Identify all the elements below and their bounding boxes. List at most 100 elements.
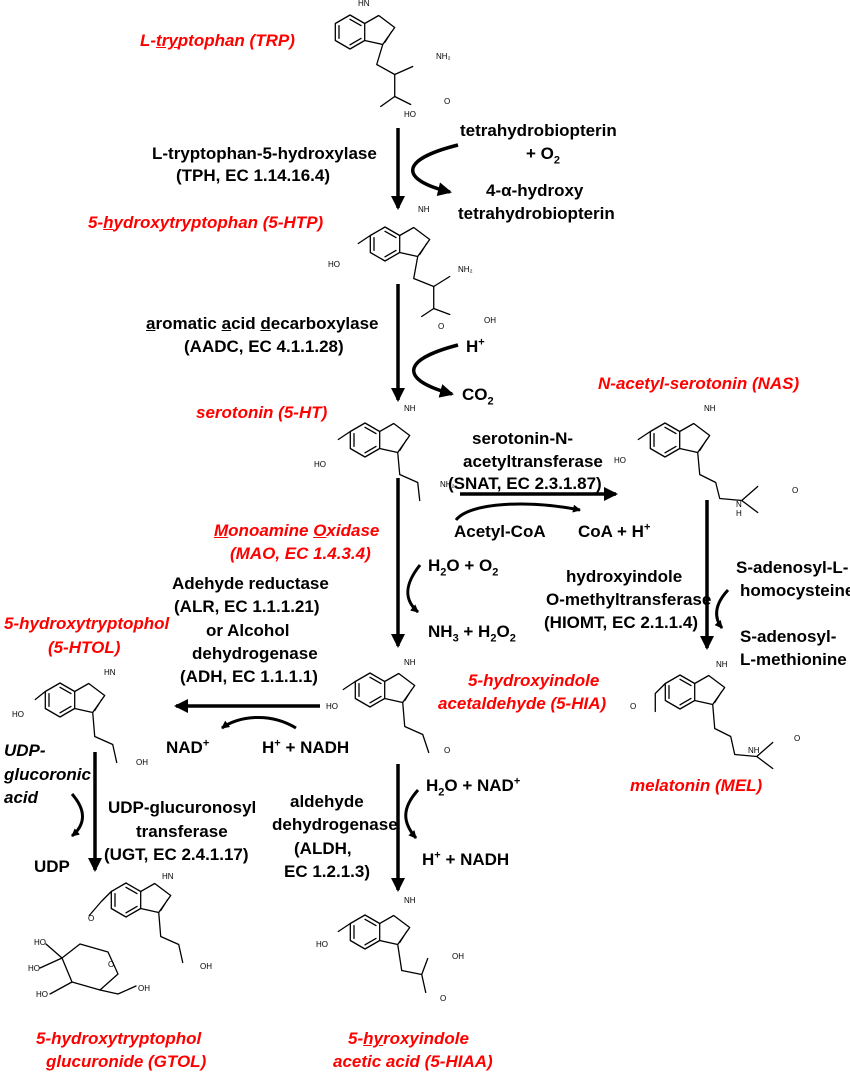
structure-htp-indole [369,226,431,262]
atom-htol-hn: HN [104,668,116,677]
enzyme-hiomt-line1: hydroxyindole [566,567,683,586]
structure-nas-indole [649,422,711,458]
compound-5hia-name: 5-hydroxyindole [468,671,600,690]
enzyme-ugt-ec: (UGT, EC 2.4.1.17) [104,845,249,864]
curve-arrow-h2o-nad [404,789,420,839]
atom-gtol-ho-1: HO [34,938,46,947]
atom-htp-ho: HO [328,260,340,269]
compound-5hiaa-abbr: acetic acid (5-HIAA) [333,1052,493,1071]
structure-trp-sidechain [376,43,414,76]
curve-arrow-bh4 [411,143,459,197]
compound-gtol-abbr: glucuronide (GTOL) [46,1052,207,1071]
enzyme-mao-name: Monoamine Oxidase [214,521,380,540]
cofactor-udpga-line2: glucoronic [4,765,91,784]
cofactor-proton: H+ [466,336,485,356]
cofactor-udpga-line1: UDP- [4,741,46,760]
atom-hiaa-nh: NH [404,896,416,905]
compound-5htol-name: 5-hydroxytryptophol [4,614,170,633]
structure-gtol-chain [158,911,184,964]
curve-arrow-acoa [454,502,581,522]
enzyme-aadc-ec: (AADC, EC 4.1.1.28) [184,337,344,356]
atom-gtol-oh-2: OH [138,984,150,993]
structure-gtol-sugar-oh3 [49,981,73,995]
structure-nas-chain [697,451,759,502]
enzyme-hiomt-ec: (HIOMT, EC 2.1.1.4) [544,613,698,632]
compound-trp: L-tryptophan (TRP) [140,31,295,50]
cofactor-h-nadh: H+ + NADH [262,737,350,757]
atom-hiaa-ho: HO [316,940,328,949]
structure-htol-indole [44,682,106,718]
enzyme-adh-name: dehydrogenase [192,644,318,663]
structure-mel-acetyl [756,755,774,770]
curve-arrow-nadh [221,716,297,730]
structure-nas-oh [637,430,651,441]
structure-hiaa-acid [397,943,429,976]
atom-htp-o: O [438,322,445,331]
enzyme-alr-name: Adehyde reductase [172,574,329,593]
structure-ht-indole [349,422,411,458]
atom-nas-o: O [792,486,799,495]
atom-trp-o: O [444,97,451,106]
structure-gtol-sugar-oh2 [39,957,63,969]
atom-hiaa-oh: OH [452,952,464,961]
structure-gtol-sugar-oh1 [45,943,63,959]
atom-mel-o: O [630,702,637,711]
enzyme-hiomt-line2: O-methyltransferase [546,590,712,609]
structure-trp-acid [394,73,412,106]
enzyme-aadc-name: aromatic acid decarboxylase [146,314,379,333]
structure-hia-aldehyde [402,701,430,754]
atom-mel-nh-amide: NH [748,746,760,755]
atom-htp-oh: OH [484,316,496,325]
structure-hia-indole [354,672,416,708]
structure-mel-methoxy [654,682,666,713]
atom-trp-hn: HN [358,0,370,8]
atom-gtol-hn: HN [162,872,174,881]
structure-htol-chain [92,711,118,764]
cofactor-co2: CO2 [462,385,494,408]
curve-arrow-udpga [70,793,84,838]
curve-arrow-co2 [412,343,459,398]
compound-5htol-abbr: (5-HTOL) [48,638,121,657]
atom-gtol-ho-2: HO [28,964,40,973]
enzyme-ugt-line1: UDP-glucuronosyl [108,798,257,817]
atom-hia-ho: HO [326,702,338,711]
compound-nas: N-acetyl-serotonin (NAS) [598,374,800,393]
enzyme-aldh-line1: aldehyde [290,792,364,811]
atom-htol-ho: HO [12,710,24,719]
compound-gtol-name: 5-hydroxytryptophol [36,1029,202,1048]
compound-serotonin: serotonin (5-HT) [196,403,328,422]
structure-ht-oh [337,430,351,441]
atom-mel-nh: NH [716,660,728,669]
cofactor-nad: NAD+ [166,737,210,757]
enzyme-tph-ec: (TPH, EC 1.14.16.4) [176,166,331,185]
cofactor-ohbh4-line2: tetrahydrobiopterin [458,204,615,223]
structure-htp-acid [433,285,451,316]
enzyme-aldh-line2: dehydrogenase [272,815,398,834]
atom-htp-nh: NH [418,205,430,214]
cofactor-sah-line2: homocysteine [740,581,850,600]
cofactor-sam-line2: L-methionine [740,650,847,669]
atom-gtol-ho-3: HO [36,990,48,999]
structure-hiaa-oh [337,922,351,933]
structure-hiaa-acid-o [421,973,427,994]
atom-mel-o-amide: O [794,734,801,743]
curve-arrow-sah [714,588,730,629]
structure-mel-indole [664,674,726,710]
compound-melatonin: melatonin (MEL) [630,776,763,795]
structure-gtol-sugar-ch2 [99,985,137,995]
atom-htol-oh: OH [136,758,148,767]
structure-ht-ethylamine [397,451,421,502]
structure-mel-chain [712,703,774,758]
compound-5hiaa-name: 5-hyroxyindole [348,1029,469,1048]
enzyme-aldh-ec: EC 1.2.1.3) [284,862,370,881]
curve-arrow-h2o-o2 [406,564,422,614]
atom-trp-nh2: NH₂ [436,52,451,61]
atom-hia-nh: NH [404,658,416,667]
cofactor-coa: CoA + H+ [578,521,651,541]
cofactor-sah-line1: S-adenosyl-L- [736,558,849,577]
atom-ht-nh2: NH₂ [440,480,455,489]
atom-trp-ho: HO [404,110,416,119]
atom-nas-n: N [736,500,742,509]
cofactor-udp: UDP [34,857,70,876]
